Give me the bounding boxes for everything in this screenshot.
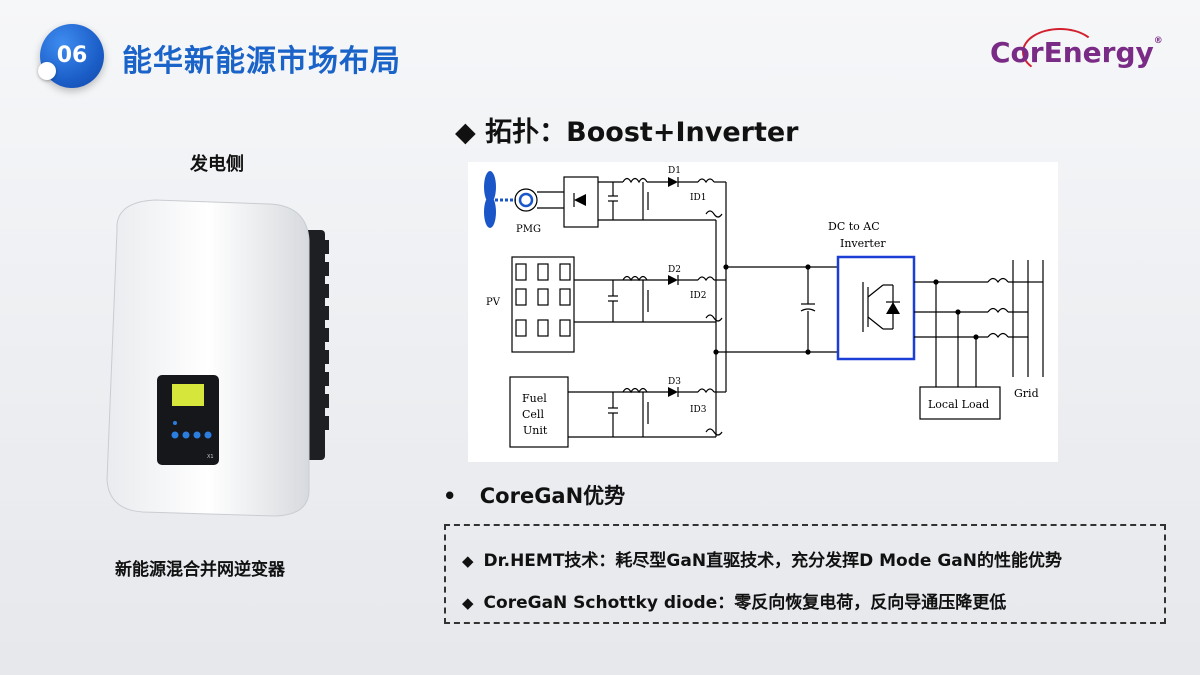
i1-label: ID1: [690, 193, 707, 203]
badge-decoration-dot: [38, 62, 56, 80]
ac-output: Grid Local Load: [914, 260, 1044, 420]
advantage-text: CoreGaN Schottky diode：零反向恢复电荷，反向导通压降更低: [483, 593, 1007, 613]
fuel-cell-label-line: Unit: [523, 424, 548, 437]
pmg-source: PMG D1 ID1: [484, 166, 727, 352]
status-led-icon: [173, 421, 177, 425]
diamond-icon: ◆: [462, 552, 474, 570]
logo-text: CorEnergy: [990, 36, 1154, 69]
section-label: 发电侧: [190, 154, 244, 175]
advantages-box: ◆ Dr.HEMT技术：耗尽型GaN直驱技术，充分发挥D Mode GaN的性能优…: [444, 524, 1166, 624]
boost-inverter-circuit-diagram: PMG D1 ID1 PV D2 ID2: [468, 162, 1058, 462]
model-label: X1: [207, 454, 214, 460]
company-logo: CorEnergy®: [990, 36, 1163, 69]
fuel-cell-label-line: Fuel: [522, 392, 547, 405]
advantages-heading-text: CoreGaN优势: [479, 484, 626, 508]
inverter-label-line: DC to AC: [828, 220, 880, 233]
advantage-text: Dr.HEMT技术：耗尽型GaN直驱技术，充分发挥D Mode GaN的性能优势: [483, 551, 1062, 571]
local-load-label: Local Load: [928, 398, 989, 411]
pv-label: PV: [486, 297, 501, 308]
hybrid-inverter-image: X1: [106, 199, 329, 517]
topology-heading-text: 拓扑：Boost+Inverter: [485, 117, 799, 148]
button-icon: [171, 431, 179, 439]
d2-label: D2: [668, 265, 681, 275]
i3-label: ID3: [690, 405, 707, 415]
i2-label: ID2: [690, 291, 707, 301]
lcd-screen: [172, 384, 204, 406]
dc-ac-inverter: DC to AC Inverter: [828, 220, 916, 361]
dc-bus: [713, 220, 838, 437]
inverter-label-line: Inverter: [840, 237, 886, 250]
device-caption: 新能源混合并网逆变器: [115, 560, 285, 580]
logo-registered-mark: ®: [1153, 36, 1163, 46]
button-icon: [193, 431, 201, 439]
advantage-item: ◆ Dr.HEMT技术：耗尽型GaN直驱技术，充分发挥D Mode GaN的性能优…: [462, 546, 1062, 571]
button-icon: [204, 431, 212, 439]
pmg-label: PMG: [516, 224, 541, 235]
fuel-cell-source: Fuel Cell Unit D3 ID3: [509, 352, 727, 448]
turbine-blade-icon: [484, 171, 496, 203]
page-title: 能华新能源市场布局: [122, 44, 401, 79]
diamond-icon: ◆: [455, 117, 476, 148]
bullet-marker: •: [443, 484, 457, 508]
advantage-item: ◆ CoreGaN Schottky diode：零反向恢复电荷，反向导通压降更低: [462, 588, 1006, 613]
d3-label: D3: [668, 377, 681, 387]
turbine-blade-icon: [484, 196, 496, 228]
inverter-body: [106, 199, 310, 517]
d1-label: D1: [668, 166, 681, 176]
pv-source: PV D2 ID2: [486, 256, 726, 353]
diamond-icon: ◆: [462, 594, 474, 612]
logo-arc-icon: [1022, 28, 1098, 76]
topology-heading: ◆ 拓扑：Boost+Inverter: [455, 110, 798, 149]
button-icon: [182, 431, 190, 439]
fuel-cell-label-line: Cell: [522, 408, 544, 421]
advantages-heading: • CoreGaN优势: [443, 480, 625, 510]
grid-label: Grid: [1014, 387, 1039, 400]
section-number: 06: [56, 43, 88, 68]
